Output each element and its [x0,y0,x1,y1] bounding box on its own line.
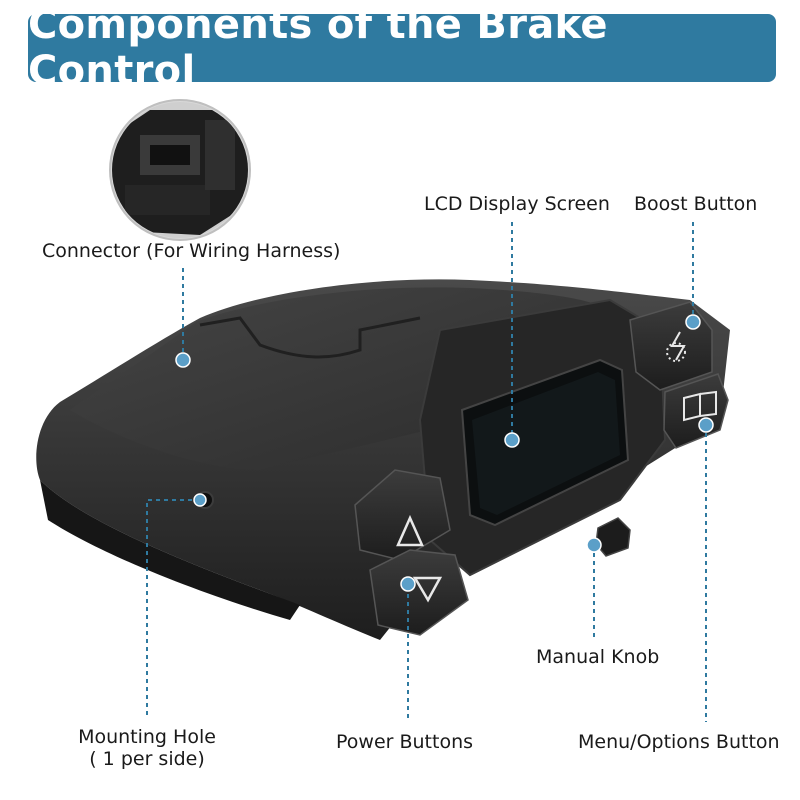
power-button-down [369,549,469,636]
manual-knob-callout-dot [586,537,602,553]
boost-callout-dot [685,314,701,330]
lcd-display-screen [460,358,630,527]
menu-options-label: Menu/Options Button [578,731,780,753]
lightning-burst-icon [666,331,686,362]
connector-inset-image [109,99,251,241]
title-banner: Components of the Brake Control [28,2,776,94]
menu-callout-dot [698,417,714,433]
lcd-display-label: LCD Display Screen [424,193,610,215]
callout-lines [146,222,707,722]
mounting-hole-label: Mounting Hole ( 1 per side) [72,726,222,770]
page-title: Components of the Brake Control [28,2,608,94]
triangle-down-icon [412,576,443,603]
connector-callout-dot [175,352,191,368]
lcd-callout-dot [504,432,520,448]
open-book-icon [683,390,717,422]
connector-label: Connector (For Wiring Harness) [42,240,341,262]
manual-knob-label: Manual Knob [536,646,660,668]
power-button-up [354,469,451,561]
callout-dots [175,314,714,592]
boost-button-label: Boost Button [634,193,758,215]
power-buttons-callout-dot [400,576,416,592]
mounting-hole-label-line1: Mounting Hole [78,726,216,748]
mounting-hole-callout-line [146,499,200,715]
mounting-hole-label-line2: ( 1 per side) [89,748,205,770]
mounting-hole-callout-dot [193,493,207,507]
power-buttons-label: Power Buttons [336,731,474,753]
manual-knob [595,517,631,557]
triangle-up-icon [396,514,424,547]
